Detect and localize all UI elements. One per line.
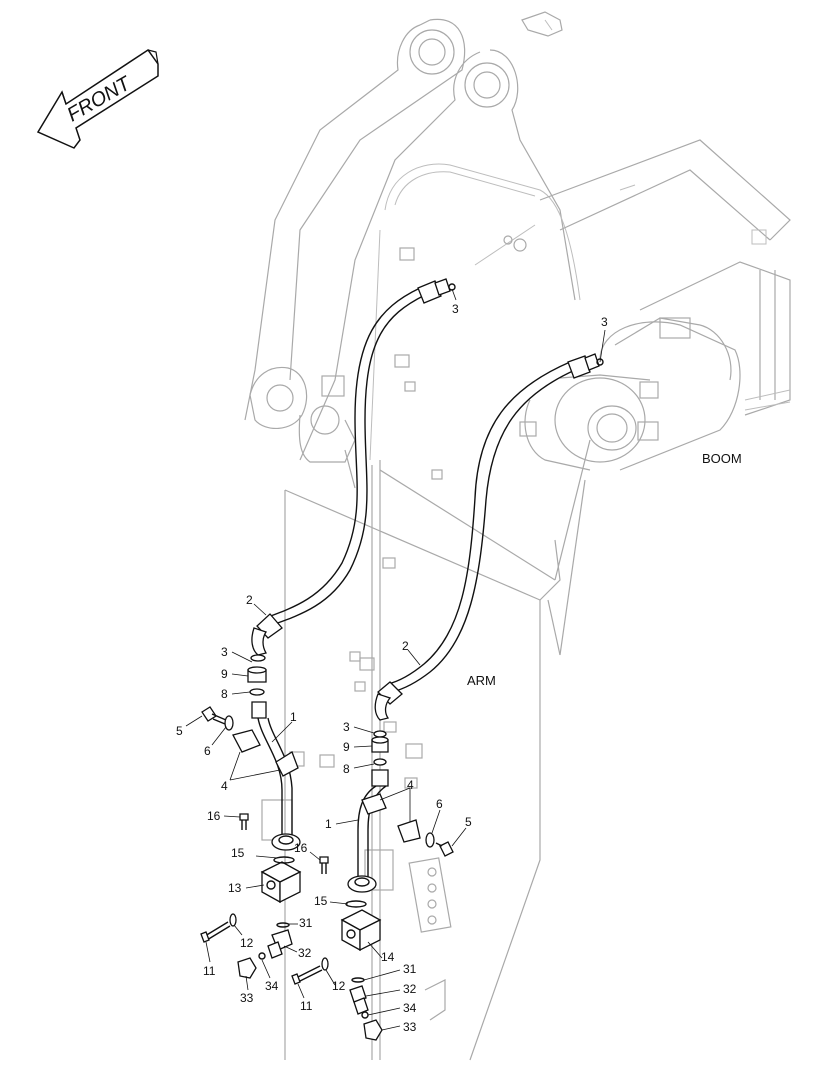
callout-34: 34: [265, 979, 279, 993]
callout-2: 2: [246, 593, 253, 607]
callout-6: 6: [436, 797, 443, 811]
callout-3: 3: [601, 315, 608, 329]
callout-32: 32: [403, 982, 417, 996]
front-direction-arrow: FRONT: [36, 48, 159, 149]
callout-31: 31: [403, 962, 417, 976]
callout-11: 11: [203, 964, 216, 978]
callout-31: 31: [299, 916, 313, 930]
callout-14: 14: [381, 950, 395, 964]
callout-16: 16: [294, 841, 308, 855]
callout-12: 12: [332, 979, 346, 993]
callout-15: 15: [314, 894, 328, 908]
callout-3: 3: [221, 645, 228, 659]
callout-6: 6: [204, 744, 211, 758]
leader-lines: [185, 288, 606, 1031]
callout-9: 9: [343, 740, 350, 754]
boom-label: BOOM: [702, 451, 742, 466]
callout-34: 34: [403, 1001, 417, 1015]
callout-9: 9: [221, 667, 228, 681]
callout-5: 5: [465, 815, 472, 829]
region-labels: BOOM ARM: [467, 451, 742, 688]
arm-label: ARM: [467, 673, 496, 688]
left-hose-assembly: [250, 278, 456, 662]
callout-33: 33: [403, 1020, 417, 1034]
callout-8: 8: [343, 762, 350, 776]
callout-1: 1: [325, 817, 332, 831]
callout-4: 4: [407, 778, 414, 792]
callout-1: 1: [290, 710, 297, 724]
callout-13: 13: [228, 881, 242, 895]
left-hose: [271, 294, 426, 626]
callout-15: 15: [231, 846, 245, 860]
callout-11: 11: [300, 999, 313, 1013]
callout-12: 12: [240, 936, 254, 950]
callout-2: 2: [402, 639, 409, 653]
callout-3: 3: [452, 302, 459, 316]
callout-3: 3: [343, 720, 350, 734]
right-hose-assembly: [374, 353, 604, 721]
boom-structure: [244, 11, 791, 489]
right-fitting-stack: [291, 730, 454, 1041]
callout-4: 4: [221, 779, 228, 793]
right-hose: [391, 369, 576, 693]
callout-16: 16: [207, 809, 221, 823]
part-callouts: 3 3 2 3 9 8 5 6 1 4 16 15 13 16 15 31 12…: [176, 302, 608, 1034]
callout-8: 8: [221, 687, 228, 701]
left-fitting-stack: [200, 666, 302, 979]
callout-33: 33: [240, 991, 254, 1005]
arm-structure: [261, 224, 701, 1061]
callout-32: 32: [298, 946, 312, 960]
callout-5: 5: [176, 724, 183, 738]
